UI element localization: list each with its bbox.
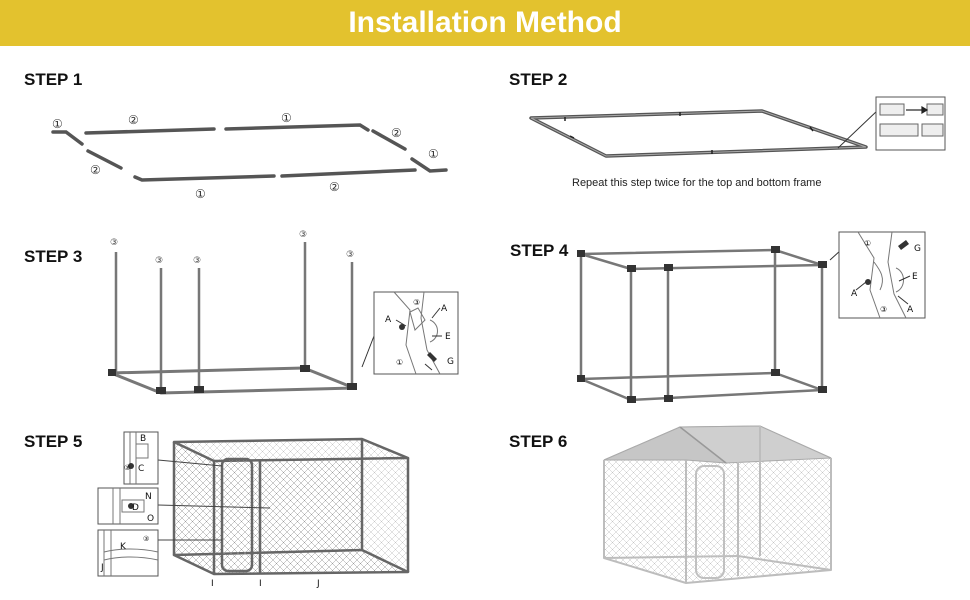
step-3-diagram [108, 242, 375, 395]
step-5-title: STEP 5 [24, 432, 83, 451]
detail-label: C [138, 464, 144, 474]
step-1-label: ② [128, 113, 139, 127]
step-3-title: STEP 3 [24, 247, 83, 266]
step-2-title: STEP 2 [509, 70, 568, 89]
step-2-diagram [529, 109, 879, 158]
detail-label: A [907, 305, 914, 315]
step-3-label: ③ [299, 230, 307, 240]
detail-label: ③ [124, 464, 130, 472]
step-2-caption: Repeat this step twice for the top and b… [572, 177, 822, 189]
step-3-detail-inset: A A E G ③ ① [373, 291, 459, 375]
bottom-label: I [211, 579, 214, 589]
detail-label: A [441, 304, 448, 314]
step-3-label: ③ [193, 256, 201, 266]
step-3-part-labels: ③ ③ ③ ③ ③ [110, 230, 354, 266]
step-1-title: STEP 1 [24, 70, 83, 89]
detail-label: E [912, 272, 918, 282]
detail-label: ③ [413, 298, 420, 307]
detail-label: ① [396, 358, 403, 367]
step-5-detail-insets: B C ③ N D O K J ③ [97, 431, 159, 577]
step-3-label: ③ [110, 238, 118, 248]
detail-label: G [914, 244, 921, 254]
step-5-bottom-labels: I I J [211, 579, 320, 589]
step-4-joints [577, 246, 827, 403]
step-6-diagram [603, 425, 832, 584]
detail-label: A [851, 289, 858, 299]
step-4-diagram [579, 248, 842, 402]
step-3-label: ③ [346, 250, 354, 260]
step-1-diagram [51, 123, 448, 182]
detail-label: J [100, 563, 104, 573]
detail-label: O [147, 514, 154, 524]
detail-label: A [385, 315, 392, 325]
detail-label: K [120, 542, 127, 552]
detail-label: E [445, 332, 451, 342]
step-1-label: ② [391, 126, 402, 140]
detail-label: G [447, 357, 454, 367]
step-1-part-labels: ① ② ① ② ② ① ① ② [52, 111, 439, 201]
header-banner [0, 0, 970, 46]
detail-label: B [140, 434, 146, 444]
detail-label: ③ [880, 305, 887, 314]
step-5-diagram [157, 437, 410, 576]
bottom-label: I [259, 579, 262, 589]
bottom-label: J [316, 579, 320, 589]
step-1-label: ① [428, 147, 439, 161]
step-1-label: ② [90, 163, 101, 177]
step-1-label: ② [329, 180, 340, 194]
step-4-detail-inset: G E A A ① ③ [838, 231, 926, 319]
step-3-label: ③ [155, 256, 163, 266]
step-6-title: STEP 6 [509, 432, 568, 451]
page-title: Installation Method [348, 6, 622, 39]
step-2-detail-inset [875, 96, 946, 151]
step-4-title: STEP 4 [510, 241, 569, 260]
step-1-label: ① [195, 187, 206, 201]
detail-label: D [132, 503, 139, 513]
step-1-label: ① [52, 117, 63, 131]
step-1-label: ① [281, 111, 292, 125]
detail-label: ① [864, 239, 871, 248]
detail-label: N [145, 492, 152, 502]
detail-label: ③ [143, 535, 149, 543]
